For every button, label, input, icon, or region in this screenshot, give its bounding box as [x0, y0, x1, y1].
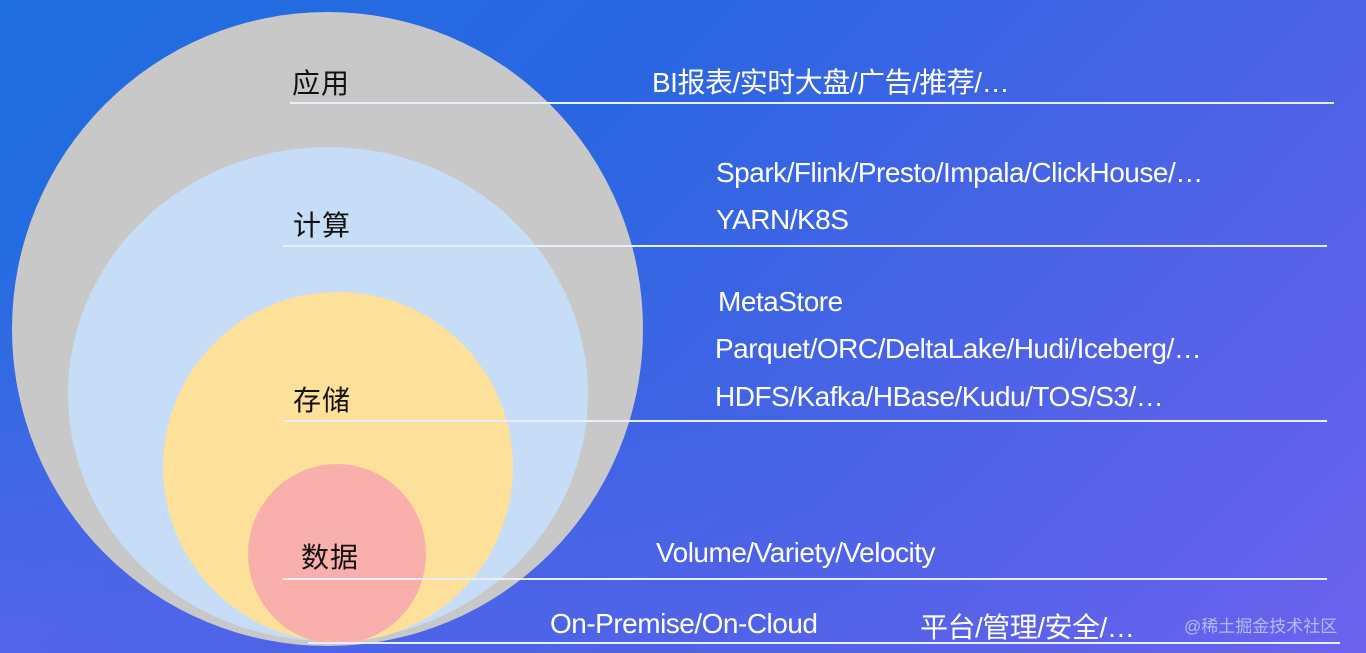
compute-description-engines: Spark/Flink/Presto/Impala/ClickHouse/…	[716, 157, 1203, 188]
storage-layer-label: 存储	[293, 384, 352, 417]
storage-description-formats: Parquet/ORC/DeltaLake/Hudi/Iceberg/…	[715, 333, 1202, 364]
data-description: Volume/Variety/Velocity	[656, 537, 936, 568]
storage-description-metastore: MetaStore	[718, 286, 843, 317]
footer-divider	[308, 642, 1340, 644]
data-layer-ellipse	[248, 464, 426, 644]
application-layer-label: 应用	[292, 67, 351, 100]
compute-divider	[283, 245, 1327, 247]
application-divider	[290, 102, 1334, 104]
deployment-text: On-Premise/On-Cloud	[550, 608, 818, 639]
data-divider	[283, 578, 1327, 580]
watermark: @稀土掘金技术社区	[1184, 617, 1338, 636]
storage-description-systems: HDFS/Kafka/HBase/Kudu/TOS/S3/…	[715, 381, 1164, 412]
cross-cutting-text: 平台/管理/安全/…	[920, 612, 1135, 643]
compute-description-schedulers: YARN/K8S	[716, 204, 849, 235]
data-layer-label: 数据	[301, 541, 360, 574]
storage-divider	[283, 420, 1327, 422]
application-description: BI报表/实时大盘/广告/推荐/…	[652, 67, 1010, 98]
compute-layer-label: 计算	[293, 209, 352, 242]
